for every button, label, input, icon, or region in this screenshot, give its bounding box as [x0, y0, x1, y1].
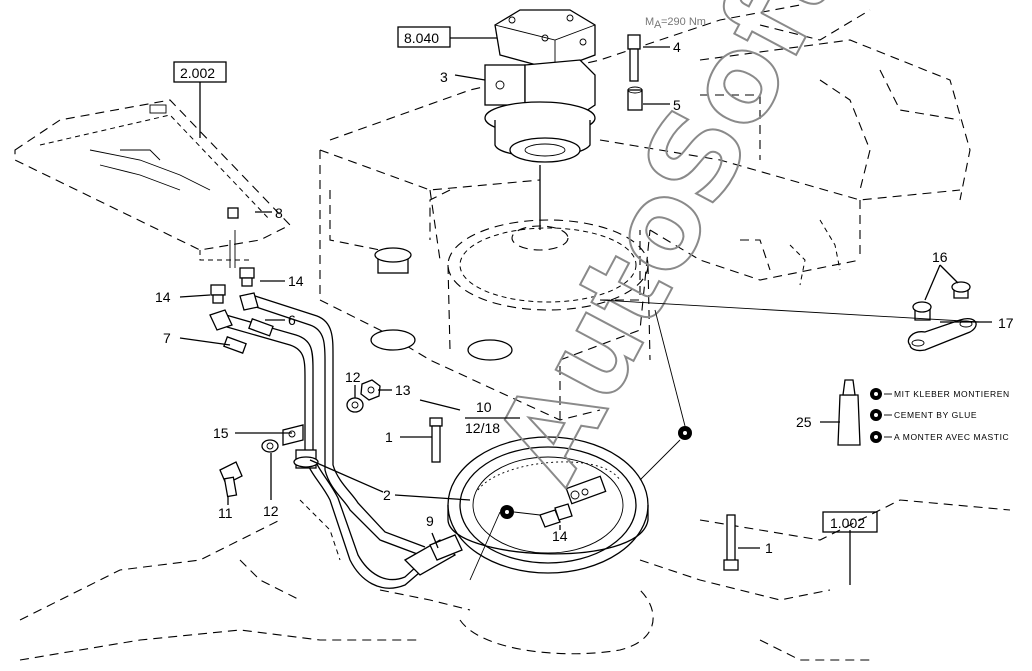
note-english: CEMENT BY GLUE [894, 410, 977, 420]
torque-subscript: A [654, 19, 662, 31]
ref-label-1002: 1.002 [830, 515, 865, 531]
ref-label-8040: 8.040 [404, 30, 439, 46]
callout-10: 10 [476, 399, 492, 415]
callout-13: 13 [395, 382, 411, 398]
torque-value: =290 Nm [661, 16, 706, 28]
ref-box-2002 [173, 61, 227, 83]
hydraulic-lines [219, 295, 463, 589]
callout-14-lower: 14 [552, 528, 568, 544]
note-french: A MONTER AVEC MASTIC [894, 432, 1009, 442]
callout-14-right: 14 [288, 273, 304, 289]
callout-14-left: 14 [155, 289, 171, 305]
callout-17: 17 [998, 315, 1014, 331]
note-german: MIT KLEBER MONTIEREN [894, 389, 1010, 399]
callout-12-18: 12/18 [465, 420, 500, 436]
callout-7: 7 [163, 330, 171, 346]
callout-4: 4 [673, 39, 681, 55]
torque-prefix: M [645, 16, 654, 28]
callout-5: 5 [673, 97, 681, 113]
callout-3: 3 [440, 69, 448, 85]
superstructure-outline [319, 4, 971, 421]
slew-motor [484, 9, 596, 230]
callout-15: 15 [213, 425, 229, 441]
ref-box-8040 [397, 26, 451, 48]
ref-label-2002: 2.002 [180, 65, 215, 81]
ref-box-1002 [822, 511, 878, 533]
torque-note: M A =290 Nm [645, 16, 706, 31]
small-parts [219, 247, 977, 571]
callout-2: 2 [383, 487, 391, 503]
platform-plate [14, 99, 291, 261]
callout-25: 25 [796, 414, 812, 430]
callout-12-lower: 12 [263, 503, 279, 519]
callout-12-upper: 12 [345, 369, 361, 385]
callout-8: 8 [275, 205, 283, 221]
callout-11: 11 [218, 505, 233, 521]
callout-1-upper: 1 [385, 429, 393, 445]
undercarriage-outline [19, 499, 1011, 661]
callout-6: 6 [288, 312, 296, 328]
slewing-ring [447, 436, 649, 574]
adhesive-symbols [500, 388, 882, 519]
reference-boxes: 8.040 2.002 1.002 [173, 26, 878, 533]
callout-16: 16 [932, 249, 948, 265]
bolt-and-sleeve [627, 34, 643, 111]
adhesive-notes: MIT KLEBER MONTIEREN CEMENT BY GLUE A MO… [894, 389, 1010, 442]
callout-numbers: 3 4 5 8 14 14 6 7 12 13 10 12/18 1 15 2 … [155, 39, 1014, 556]
callout-9: 9 [426, 513, 434, 529]
callout-1-lower: 1 [765, 540, 773, 556]
fittings-14 [209, 207, 259, 331]
leader-lines [179, 37, 992, 585]
